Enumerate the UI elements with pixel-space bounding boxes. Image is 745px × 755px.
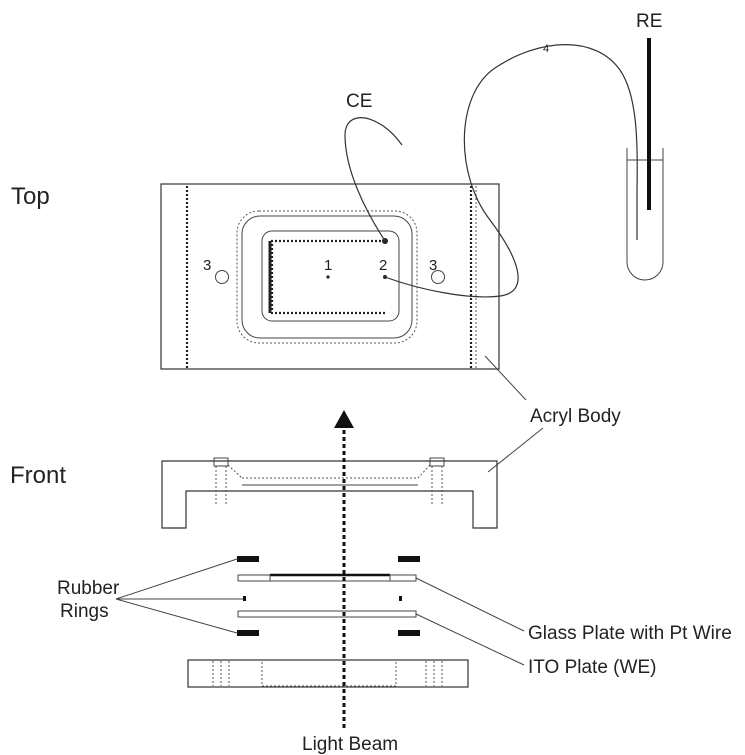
rubber-rings bbox=[237, 556, 420, 636]
acryl-body-callout-top bbox=[484, 355, 527, 401]
point-3-left-label: 3 bbox=[203, 257, 211, 274]
point-3-right-label: 3 bbox=[429, 257, 437, 274]
hole-left bbox=[215, 270, 229, 284]
bottom-acryl-plate bbox=[187, 659, 469, 688]
point-1-marker bbox=[326, 275, 330, 279]
rubber-ring-top-left bbox=[237, 556, 259, 562]
ito-plate-callout bbox=[415, 613, 525, 666]
rubber-rings-callout-3 bbox=[115, 598, 238, 634]
ce-wire bbox=[344, 117, 403, 242]
point-2-label: 2 bbox=[379, 257, 387, 274]
top-pt-wire bbox=[270, 239, 385, 315]
acryl-body-label: Acryl Body bbox=[530, 406, 621, 427]
hole-right bbox=[431, 270, 445, 284]
glass-plate bbox=[237, 573, 417, 582]
re-vessel bbox=[626, 148, 664, 281]
front-view-label: Front bbox=[10, 462, 66, 489]
glass-plate-callout bbox=[415, 577, 525, 632]
rubber-rings-callout-1 bbox=[115, 558, 238, 600]
ito-plate-label: ITO Plate (WE) bbox=[528, 657, 656, 678]
front-screw-right bbox=[429, 457, 445, 505]
rubber-ring-bottom-left bbox=[237, 630, 259, 636]
front-recess-slope-right bbox=[417, 464, 431, 479]
top-view-label: Top bbox=[11, 183, 50, 210]
top-acryl-body-outline bbox=[160, 183, 500, 370]
light-beam-label: Light Beam bbox=[302, 734, 398, 755]
top-rubber-ring-outer bbox=[236, 210, 418, 344]
ito-plate bbox=[237, 610, 417, 618]
acryl-body-callout-front bbox=[487, 427, 544, 473]
rubber-rings-label-line2: Rings bbox=[60, 601, 109, 622]
glass-plate-label: Glass Plate with Pt Wire bbox=[528, 623, 732, 644]
rubber-ring-top-right bbox=[398, 556, 420, 562]
rubber-rings-label-line1: Rubber bbox=[57, 578, 120, 599]
rubber-ring-mid-right-dot bbox=[399, 596, 402, 601]
front-screw-left bbox=[213, 457, 229, 505]
rubber-ring-mid-left-dot bbox=[243, 596, 246, 601]
ce-label: CE bbox=[346, 91, 372, 112]
wire-4 bbox=[384, 44, 638, 298]
light-beam-arrowhead bbox=[334, 410, 354, 428]
top-cell-window-outer bbox=[241, 215, 413, 339]
front-recess-slope-left bbox=[227, 464, 243, 479]
point-1-label: 1 bbox=[324, 257, 332, 274]
re-label: RE bbox=[636, 11, 662, 32]
top-view: 1 2 3 3 bbox=[160, 183, 500, 370]
top-cell-window-inner bbox=[261, 230, 400, 322]
front-acryl-body-outline bbox=[161, 460, 498, 529]
wire-4-label: 4 bbox=[543, 43, 549, 55]
rubber-ring-bottom-right bbox=[398, 630, 420, 636]
reference-electrode: RE bbox=[626, 11, 664, 281]
front-acryl-body bbox=[161, 457, 498, 529]
